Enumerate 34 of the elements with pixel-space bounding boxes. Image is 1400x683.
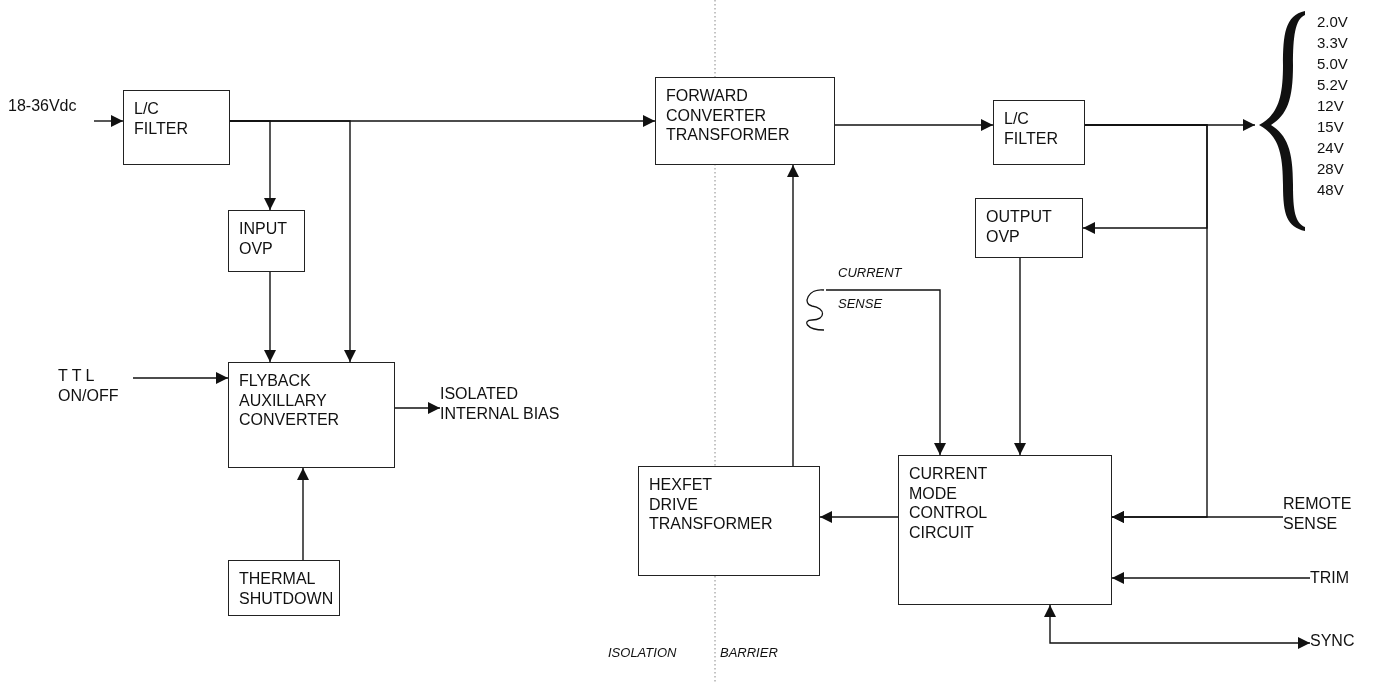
terminal-label: T T L ON/OFF: [58, 366, 133, 408]
arrow: [787, 164, 799, 467]
signal-label: ISOLATION: [608, 645, 677, 660]
process-box: HEXFET DRIVE TRANSFORMER: [638, 466, 820, 576]
terminal-label: ISOLATED INTERNAL BIAS: [440, 384, 620, 426]
process-box: L/C FILTER: [123, 90, 230, 165]
process-box: FLYBACK AUXILLARY CONVERTER: [228, 362, 395, 468]
arrow: [1014, 257, 1026, 456]
arrow: [1111, 511, 1284, 523]
process-box: CURRENT MODE CONTROL CIRCUIT: [898, 455, 1112, 605]
signal-label: BARRIER: [720, 645, 778, 660]
terminal-label: SYNC: [1310, 631, 1365, 653]
arrow: [819, 511, 899, 523]
arrow: [297, 467, 309, 561]
process-box: FORWARD CONVERTER TRANSFORMER: [655, 77, 835, 165]
arrow: [132, 372, 229, 384]
output-voltage-list: 2.0V 3.3V 5.0V 5.2V 12V 15V 24V 28V 48V: [1255, 5, 1385, 233]
process-box: OUTPUT OVP: [975, 198, 1083, 258]
arrow: [1044, 604, 1311, 649]
signal-label: SENSE: [838, 296, 883, 311]
process-box: L/C FILTER: [993, 100, 1085, 165]
arrow: [394, 402, 441, 414]
process-box: INPUT OVP: [228, 210, 305, 272]
terminal-label: REMOTE SENSE: [1283, 494, 1378, 536]
arrow: [264, 271, 276, 363]
terminal-label: 18-36Vdc: [8, 96, 94, 126]
arrow: [834, 119, 994, 131]
signal-label: CURRENT: [838, 265, 902, 280]
arrow: [825, 289, 946, 456]
arrow: [1111, 572, 1311, 584]
terminal-label: TRIM: [1310, 568, 1360, 590]
arrow: [229, 120, 356, 363]
arrow: [93, 115, 124, 127]
process-box: THERMAL SHUTDOWN: [228, 560, 340, 616]
